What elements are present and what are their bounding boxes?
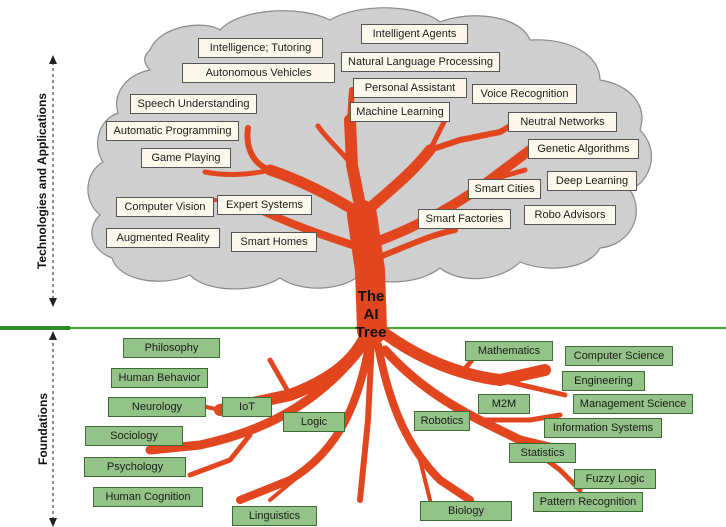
tech-deep-learning: Deep Learning [547,171,637,191]
tech-automatic-programming: Automatic Programming [106,121,239,141]
tree-title: The AI Tree [346,288,396,342]
tree-title-line-1: The [357,288,385,305]
tech-game-playing: Game Playing [141,148,231,168]
foundation-logic: Logic [283,412,345,432]
tech-intelligence-tutoring: Intelligence; Tutoring [198,38,323,58]
foundation-robotics: Robotics [414,411,470,431]
tech-personal-assistant: Personal Assistant [353,78,467,98]
foundation-philosophy: Philosophy [123,338,220,358]
tech-smart-factories: Smart Factories [418,209,511,229]
foundation-linguistics: Linguistics [232,506,317,526]
tech-autonomous-vehicles: Autonomous Vehicles [182,63,335,83]
side-label-technologies: Technologies and Applications [35,93,49,270]
tech-intelligent-agents: Intelligent Agents [361,24,468,44]
foundation-human-cognition: Human Cognition [93,487,203,507]
arrow-heads [49,55,57,527]
foundation-mathematics: Mathematics [465,341,553,361]
tech-augmented-reality: Augmented Reality [106,228,220,248]
tech-voice-recognition: Voice Recognition [472,84,577,104]
tech-neutral-networks: Neutral Networks [508,112,617,132]
foundation-psychology: Psychology [84,457,186,477]
tech-speech-understanding: Speech Understanding [130,94,257,114]
tech-expert-systems: Expert Systems [217,195,312,215]
foundation-management-science: Management Science [573,394,693,414]
foundation-m2m: M2M [478,394,530,414]
tech-smart-cities: Smart Cities [468,179,541,199]
tech-genetic-algorithms: Genetic Algorithms [528,139,639,159]
tech-computer-vision: Computer Vision [116,197,214,217]
foundation-fuzzy-logic: Fuzzy Logic [574,469,656,489]
tree-title-line-2: AI [363,306,379,323]
tech-smart-homes: Smart Homes [231,232,317,252]
foundation-information-systems: Information Systems [544,418,662,438]
tree-title-line-3: Tree [355,324,387,341]
foundation-neurology: Neurology [108,397,206,417]
foundation-computer-science: Computer Science [565,346,673,366]
foundation-biology: Biology [420,501,512,521]
tech-robo-advisors: Robo Advisors [524,205,616,225]
tech-natural-language-processing: Natural Language Processing [341,52,500,72]
foundation-sociology: Sociology [85,426,183,446]
tech-machine-learning: Machine Learning [350,102,450,122]
foundation-pattern-recognition: Pattern Recognition [533,492,643,512]
foundation-statistics: Statistics [509,443,576,463]
foundation-human-behavior: Human Behavior [111,368,208,388]
foundation-engineering: Engineering [562,371,645,391]
side-label-foundations: Foundations [36,393,50,465]
foundation-iot: IoT [222,397,272,417]
